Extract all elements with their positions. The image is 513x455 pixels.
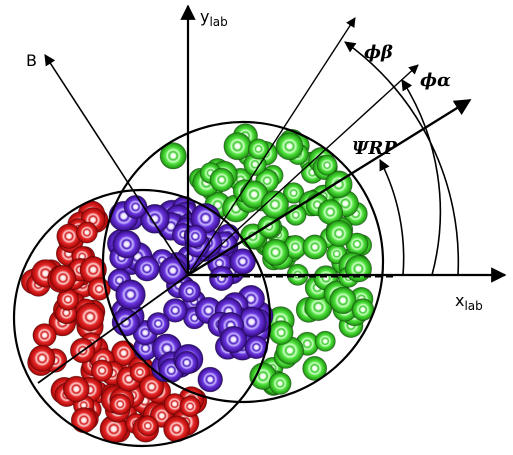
psi-rp-arc xyxy=(379,159,405,276)
nucleon-sphere xyxy=(209,167,234,192)
nucleon-sphere xyxy=(316,154,338,176)
nucleon-sphere xyxy=(209,265,235,292)
nucleus-right-outline xyxy=(101,120,385,404)
x-axis-label: xlab xyxy=(455,291,483,313)
impact-vector-b-line xyxy=(44,54,189,276)
nucleon-sphere xyxy=(275,132,304,161)
nucleon-sphere xyxy=(248,138,270,160)
nucleon-sphere xyxy=(244,335,269,360)
nucleon-sphere xyxy=(76,221,98,244)
nucleon-sphere xyxy=(70,407,97,434)
nucleon-sphere xyxy=(163,298,188,323)
nucleon-sphere xyxy=(134,255,160,282)
nucleon-sphere xyxy=(112,230,141,259)
nucleon-sphere xyxy=(314,330,336,352)
nucleon-sphere xyxy=(32,323,57,348)
nucleon-sphere xyxy=(302,234,328,260)
nucleon-sphere xyxy=(75,302,105,332)
nucleon-sphere xyxy=(179,395,201,418)
nucleon-sphere xyxy=(159,142,187,170)
reaction-plane-extension xyxy=(37,274,189,384)
nucleon-sphere xyxy=(268,371,292,395)
impact-vector-b-label: B xyxy=(26,51,37,70)
phi-alpha-line xyxy=(187,64,419,276)
nucleon-sphere xyxy=(268,320,294,345)
nucleon-sphere xyxy=(146,312,170,336)
nucleon-sphere xyxy=(178,279,201,303)
nucleon-sphere xyxy=(344,255,373,283)
phi-beta-line xyxy=(187,17,356,276)
nucleon-sphere xyxy=(329,286,357,315)
psi-rp-label: ΨRP xyxy=(352,138,397,159)
phi-alpha-arc xyxy=(401,79,442,276)
nucleon-sphere xyxy=(282,182,305,204)
y-axis-label: ylab xyxy=(200,7,228,29)
phi-alpha-label: ϕα xyxy=(420,70,451,91)
nucleon-sphere xyxy=(197,366,223,393)
nucleon-sphere xyxy=(260,190,289,219)
nucleon-sphere xyxy=(302,355,328,381)
nucleon-sphere xyxy=(63,375,90,403)
nucleon-sphere xyxy=(139,374,165,400)
nucleon-sphere xyxy=(223,132,252,161)
nucleon-sphere xyxy=(325,219,353,247)
nucleus-left-spectators xyxy=(20,200,208,444)
nucleus-left-outline xyxy=(12,188,272,448)
nucleon-sphere xyxy=(183,224,208,249)
nucleon-sphere xyxy=(261,238,289,266)
nucleon-sphere xyxy=(49,264,77,292)
nucleon-sphere xyxy=(28,344,56,372)
nucleon-sphere xyxy=(137,415,159,437)
nucleon-sphere xyxy=(174,350,199,375)
phi-beta-label: ϕβ xyxy=(364,42,393,63)
nucleon-sphere xyxy=(115,279,146,310)
nucleon-sphere xyxy=(158,256,187,285)
nucleon-sphere xyxy=(90,359,114,382)
nucleon-sphere xyxy=(109,393,131,416)
nucleon-sphere xyxy=(219,325,248,354)
